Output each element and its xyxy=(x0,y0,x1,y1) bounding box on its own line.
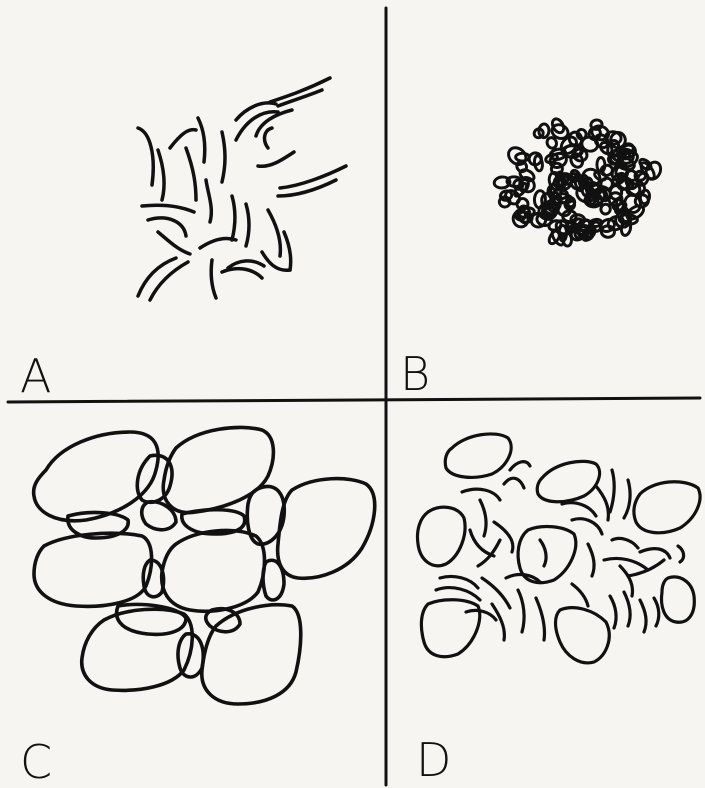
panel-c-label: C xyxy=(20,735,52,788)
panel-a: A xyxy=(20,78,346,403)
panel-d-aggregate xyxy=(417,507,465,566)
panel-d-label: D xyxy=(416,733,451,787)
panel-d-aggregate xyxy=(634,482,700,533)
panel-c-aggregate xyxy=(202,605,301,704)
panel-d-aggregate xyxy=(556,608,610,663)
panel-b-label: B xyxy=(400,347,430,401)
panel-c-aggregate xyxy=(263,560,284,600)
panel-a-label: A xyxy=(20,349,51,403)
panel-b-drawing xyxy=(494,117,664,247)
panel-c-aggregate xyxy=(278,479,375,579)
panel-b-grain xyxy=(600,164,614,177)
panel-b: B xyxy=(400,117,663,401)
panel-c-aggregate xyxy=(163,427,273,512)
panel-d-aggregate xyxy=(537,461,599,501)
panel-d-aggregate xyxy=(662,577,695,622)
panel-c-aggregate xyxy=(82,609,193,690)
horizontal-divider xyxy=(8,398,700,402)
panel-a-drawing xyxy=(138,78,346,300)
panel-c: C xyxy=(20,427,375,788)
panel-c-aggregate xyxy=(34,533,152,606)
panel-c-drawing xyxy=(34,427,375,704)
panel-d-aggregate xyxy=(421,600,479,657)
panel-d-drawing xyxy=(417,434,700,663)
panel-d: D xyxy=(416,434,700,787)
panel-c-aggregate xyxy=(162,530,265,611)
panel-d-aggregate xyxy=(445,434,511,477)
